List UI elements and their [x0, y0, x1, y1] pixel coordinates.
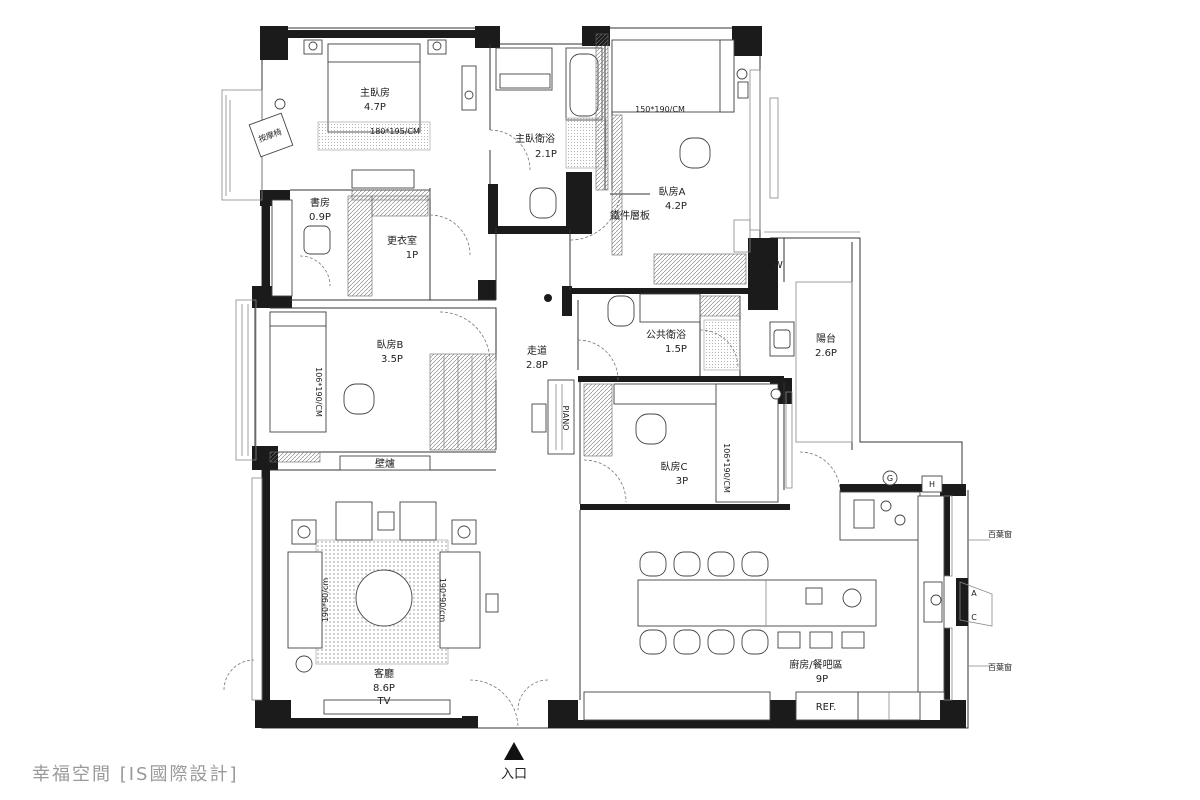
fridge-label: REF.	[816, 702, 837, 713]
entrance-label: 入口	[501, 767, 527, 782]
bedroom-a-furniture	[569, 39, 751, 285]
sofa-right-dims: 190*90/cm	[438, 578, 447, 623]
bar-stools-top	[639, 551, 769, 577]
study-name: 書房	[310, 196, 330, 209]
a-label: A	[971, 589, 977, 598]
kitchen-name: 廚房/餐吧區	[789, 658, 842, 671]
bedroom-b-size: 3.5P	[381, 354, 403, 365]
h-label: H	[929, 480, 935, 489]
closet-name: 更衣室	[387, 234, 417, 247]
bedroom-b-bed-dims: 106*190/CM	[314, 367, 323, 417]
louver-top-label: 百葉窗	[988, 529, 1012, 539]
bedroom-a-bed-dims: 150*190/CM	[635, 105, 685, 114]
louver-bottom-label: 百葉窗	[988, 662, 1012, 672]
bedroom-c-size: 3P	[676, 476, 688, 487]
hallway-name: 走道	[527, 344, 547, 357]
master-bed-dims: 180*195/CM	[370, 127, 420, 136]
master-bath-fixtures	[489, 33, 609, 219]
bedroom-a-size: 4.2P	[665, 201, 687, 212]
kitchen-furniture	[517, 470, 993, 721]
wall-cabinet-label: 壁爐	[375, 457, 395, 470]
tv-small-label: TV	[499, 200, 514, 211]
public-bath-size: 1.5P	[665, 344, 687, 355]
bedroom-b-furniture	[269, 311, 497, 471]
entrance-arrow-icon	[504, 742, 524, 760]
kitchen-size: 9P	[816, 674, 828, 685]
g-label: G	[887, 474, 893, 483]
living-tv-label: TV	[377, 696, 391, 707]
public-bath-fixtures	[544, 293, 741, 381]
watermark: 幸福空間 [IS國際設計]	[32, 764, 239, 785]
master-bedroom-size: 4.7P	[364, 102, 386, 113]
windows	[221, 69, 953, 701]
c-label: C	[971, 613, 977, 622]
bar-stools-bottom	[639, 629, 865, 655]
study-closet-furniture	[271, 195, 471, 297]
bedroom-b-name: 臥房B	[377, 338, 404, 351]
piano	[531, 379, 575, 455]
sofa-left-dims: 190*90/cm	[321, 578, 330, 623]
master-bedroom-furniture	[248, 39, 477, 201]
living-name: 客廳	[374, 667, 394, 680]
living-size: 8.6P	[373, 683, 395, 694]
master-bedroom-name: 主臥房	[360, 86, 390, 99]
bedroom-c-bed-dims: 106*190/CM	[722, 443, 731, 493]
balcony-size: 2.6P	[815, 348, 837, 359]
closet-size: 1P	[406, 250, 418, 261]
master-bath-size: 2.1P	[535, 149, 557, 160]
labels: 主臥房 4.7P 180*195/CM 按摩椅 主臥衛浴 2.1P 150*19…	[32, 86, 1012, 785]
living-furniture	[223, 501, 519, 729]
bedroom-c-name: 臥房C	[661, 460, 688, 473]
walls	[252, 26, 969, 729]
w-label: W	[773, 260, 783, 271]
study-size: 0.9P	[309, 212, 331, 223]
balcony-name: 陽台	[816, 332, 836, 345]
piano-label: PIANO	[561, 406, 570, 431]
balcony-fixtures	[769, 281, 853, 493]
bedroom-c-furniture	[583, 383, 782, 503]
hallway-size: 2.8P	[526, 360, 548, 371]
bedroom-a-name: 臥房A	[659, 185, 686, 198]
master-bath-name: 主臥衛浴	[515, 132, 555, 145]
iron-shelf-label: 鐵件層板	[610, 209, 650, 222]
entrance-marker	[504, 742, 524, 760]
public-bath-name: 公共衛浴	[646, 328, 686, 341]
